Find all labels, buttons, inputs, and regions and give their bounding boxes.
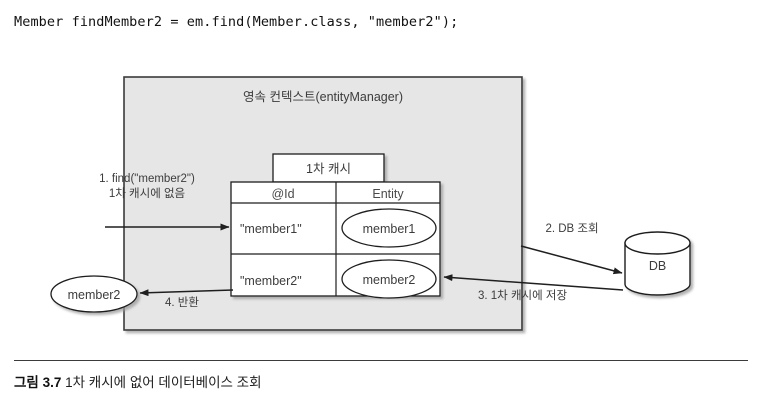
step4-arrow [139,289,234,297]
step3-label: 3. 1차 캐시에 저장 [478,289,567,302]
entity-label-member1: member1 [363,222,416,236]
step2-label: 2. DB 조회 [545,222,598,235]
code-snippet: Member findMember2 = em.find(Member.clas… [14,14,459,30]
step1-label-line2: 1차 캐시에 없음 [109,187,185,200]
first-level-cache-title: 1차 캐시 [306,162,351,176]
entity-ellipse-member2 [341,259,437,299]
persistence-context-title: 영속 컨텍스트(entityManager) [243,90,403,104]
table-row-id-member1: "member1" [240,222,302,236]
step3-arrow [443,274,624,291]
step2-arrow [520,245,623,275]
first-level-cache-title-box [272,153,385,183]
table-header-entity: Entity [372,187,404,201]
caption-divider [14,360,748,361]
figure-caption: 그림 3.7 1차 캐시에 없어 데이터베이스 조회 [14,371,262,391]
diagram-svg: 영속 컨텍스트(entityManager) 1차 캐시 @Id Entity … [50,76,691,331]
returned-entity-ellipse [50,275,138,313]
returned-entity-label: member2 [68,288,121,302]
step1-label-line1: 1. find("member2") [99,173,195,185]
table-header-id: @Id [271,187,294,201]
step4-label: 4. 반환 [165,296,199,309]
entity-label-member2: member2 [363,273,416,287]
entity-ellipse-member1 [341,208,437,248]
database-label: DB [649,259,666,273]
database-cylinder [624,231,691,296]
table-row-id-member2: "member2" [240,274,302,288]
figure-diagram-area: 영속 컨텍스트(entityManager) 1차 캐시 @Id Entity … [0,60,762,350]
figure-caption-text: 1차 캐시에 없어 데이터베이스 조회 [65,375,262,390]
figure-caption-number: 그림 3.7 [14,375,62,390]
